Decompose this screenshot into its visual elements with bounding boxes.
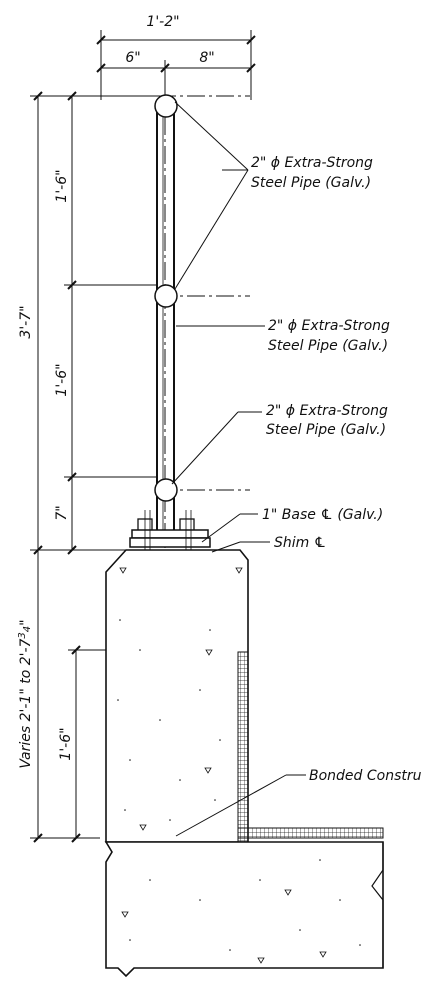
overall-width-dim: 1'-2" xyxy=(146,14,179,30)
low-rail-pipe xyxy=(154,478,178,502)
wall-height-dim: Varies 2'-1" to 2'-734" xyxy=(17,619,34,768)
low-pipe-callout-1: 2" ϕ Extra-Strong xyxy=(266,403,388,419)
overall-height-dim: 3'-7" xyxy=(18,305,34,338)
joint-filler-vertical xyxy=(237,651,249,843)
mid-rail-spacing-dim: 1'-6" xyxy=(54,363,70,396)
leader-lines xyxy=(171,101,306,837)
low-pipe-callout-2: Steel Pipe (Galv.) xyxy=(266,422,386,438)
shim-plate-callout: Shim ℄ xyxy=(274,535,326,551)
top-rail-spacing-dim: 1'-6" xyxy=(54,169,70,202)
lower-wall-dim: 1'-6" xyxy=(58,727,74,760)
left-offset-dim: 6" xyxy=(125,50,140,66)
base-to-rail-dim: 7" xyxy=(54,505,70,520)
top-rail-pipe xyxy=(154,94,178,118)
joint-callout: Bonded Constru xyxy=(309,768,422,784)
width-dimension-lines xyxy=(96,30,256,100)
top-pipe-callout-2: Steel Pipe (Galv.) xyxy=(251,175,371,191)
right-offset-dim: 8" xyxy=(199,50,214,66)
post-pipe-callout-2: Steel Pipe (Galv.) xyxy=(268,338,388,354)
height-dimension-lines xyxy=(30,91,158,843)
steel-post xyxy=(156,112,175,540)
joint-filler-horizontal xyxy=(237,827,384,839)
concrete-aggregate xyxy=(117,619,361,951)
base-plate-callout: 1" Base ℄ (Galv.) xyxy=(262,507,383,523)
top-pipe-callout-1: 2" ϕ Extra-Strong xyxy=(251,155,373,171)
concrete-wall xyxy=(105,549,249,843)
post-pipe-callout-1: 2" ϕ Extra-Strong xyxy=(268,318,390,334)
concrete-triangles xyxy=(119,567,327,964)
deck-slab xyxy=(104,841,384,978)
mid-rail-pipe xyxy=(154,284,178,308)
break-line xyxy=(371,842,384,968)
